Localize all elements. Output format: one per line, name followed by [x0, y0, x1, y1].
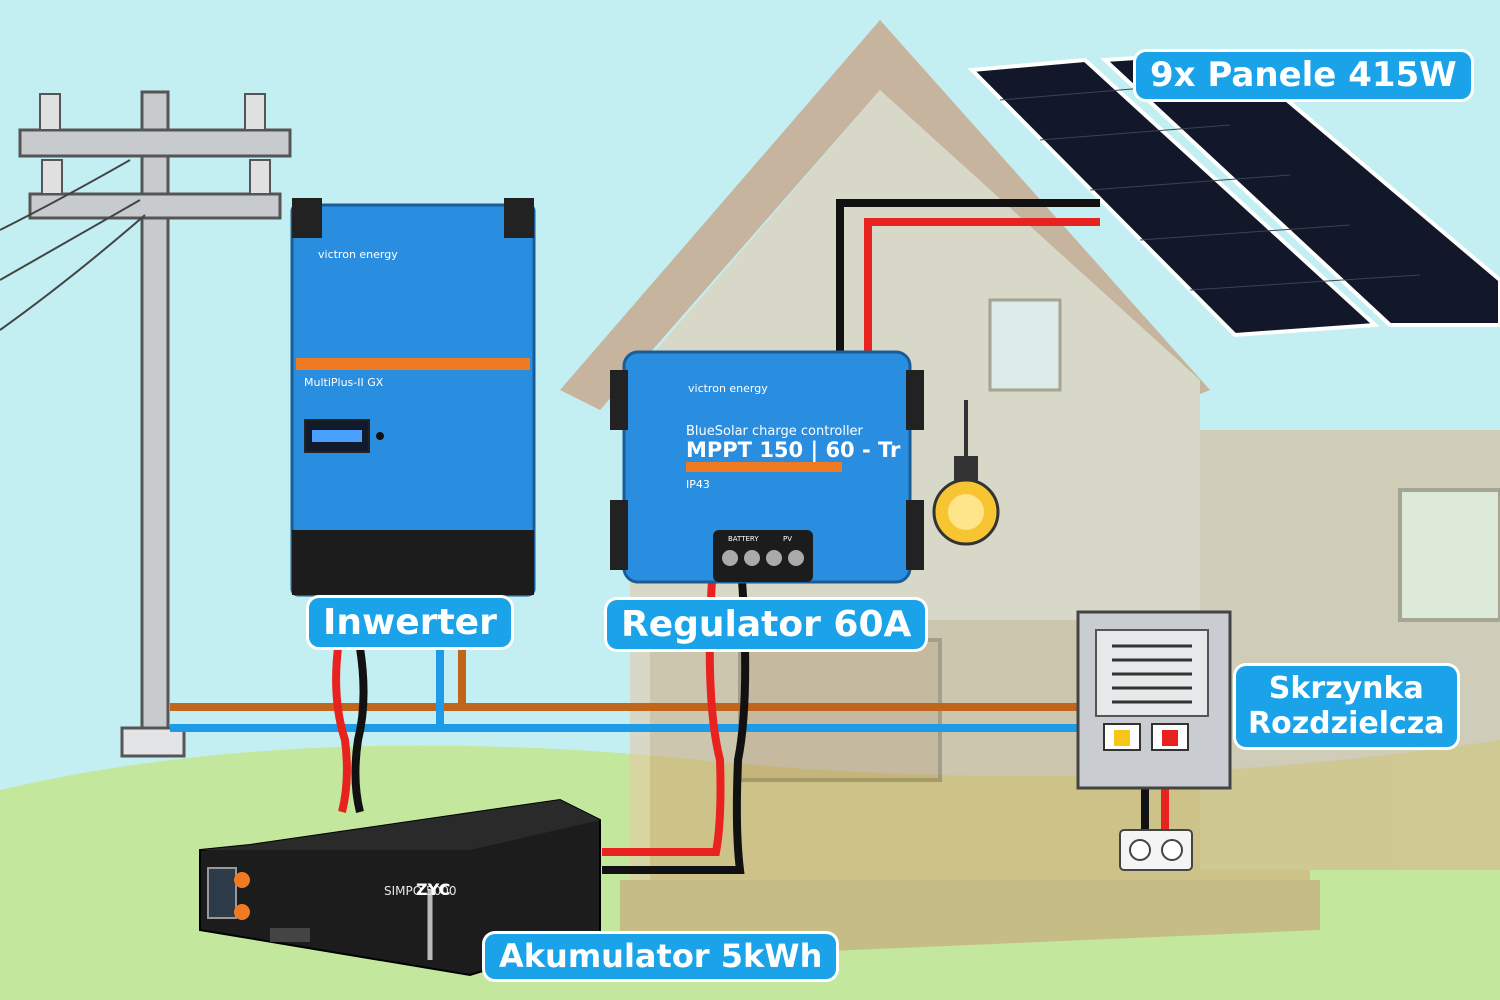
battery-device [199, 798, 601, 977]
inverter-model: MultiPlus-II GX [304, 376, 384, 389]
wall-socket-icon [1119, 829, 1193, 871]
regulator-subtitle: BlueSolar charge controller [686, 424, 863, 439]
distribution-box-label-line1: Skrzynka [1268, 671, 1424, 706]
regulator-brand: victron energy [688, 382, 768, 395]
panels-label: 9x Panele 415W [1136, 52, 1471, 100]
regulator-device [610, 350, 924, 584]
battery-logo: ZYC [416, 880, 451, 899]
inverter-label: Inwerter [309, 598, 511, 648]
house [560, 20, 1500, 960]
regulator-model: MPPT 150 | 60 - Tr [686, 438, 901, 462]
regulator-terminal-battery: BATTERY [728, 535, 759, 543]
utility-pole [0, 90, 292, 758]
regulator-label: Regulator 60A [607, 600, 926, 650]
battery-brand: SIMPO 5000 [384, 884, 457, 898]
regulator-terminal-pv: PV [783, 535, 793, 543]
distribution-box-label-line2: Rozdzielcza [1248, 705, 1445, 741]
battery-label: Akumulator 5kWh [485, 934, 837, 979]
inverter-brand: victron energy [318, 248, 398, 261]
inverter-device [290, 198, 536, 597]
light-bulb-icon [932, 400, 1000, 546]
ac-wires [170, 645, 1082, 732]
regulator-rating: IP43 [686, 478, 710, 491]
distribution-box [1076, 610, 1232, 790]
distribution-box-label: Skrzynka Rozdzielcza [1236, 666, 1457, 747]
